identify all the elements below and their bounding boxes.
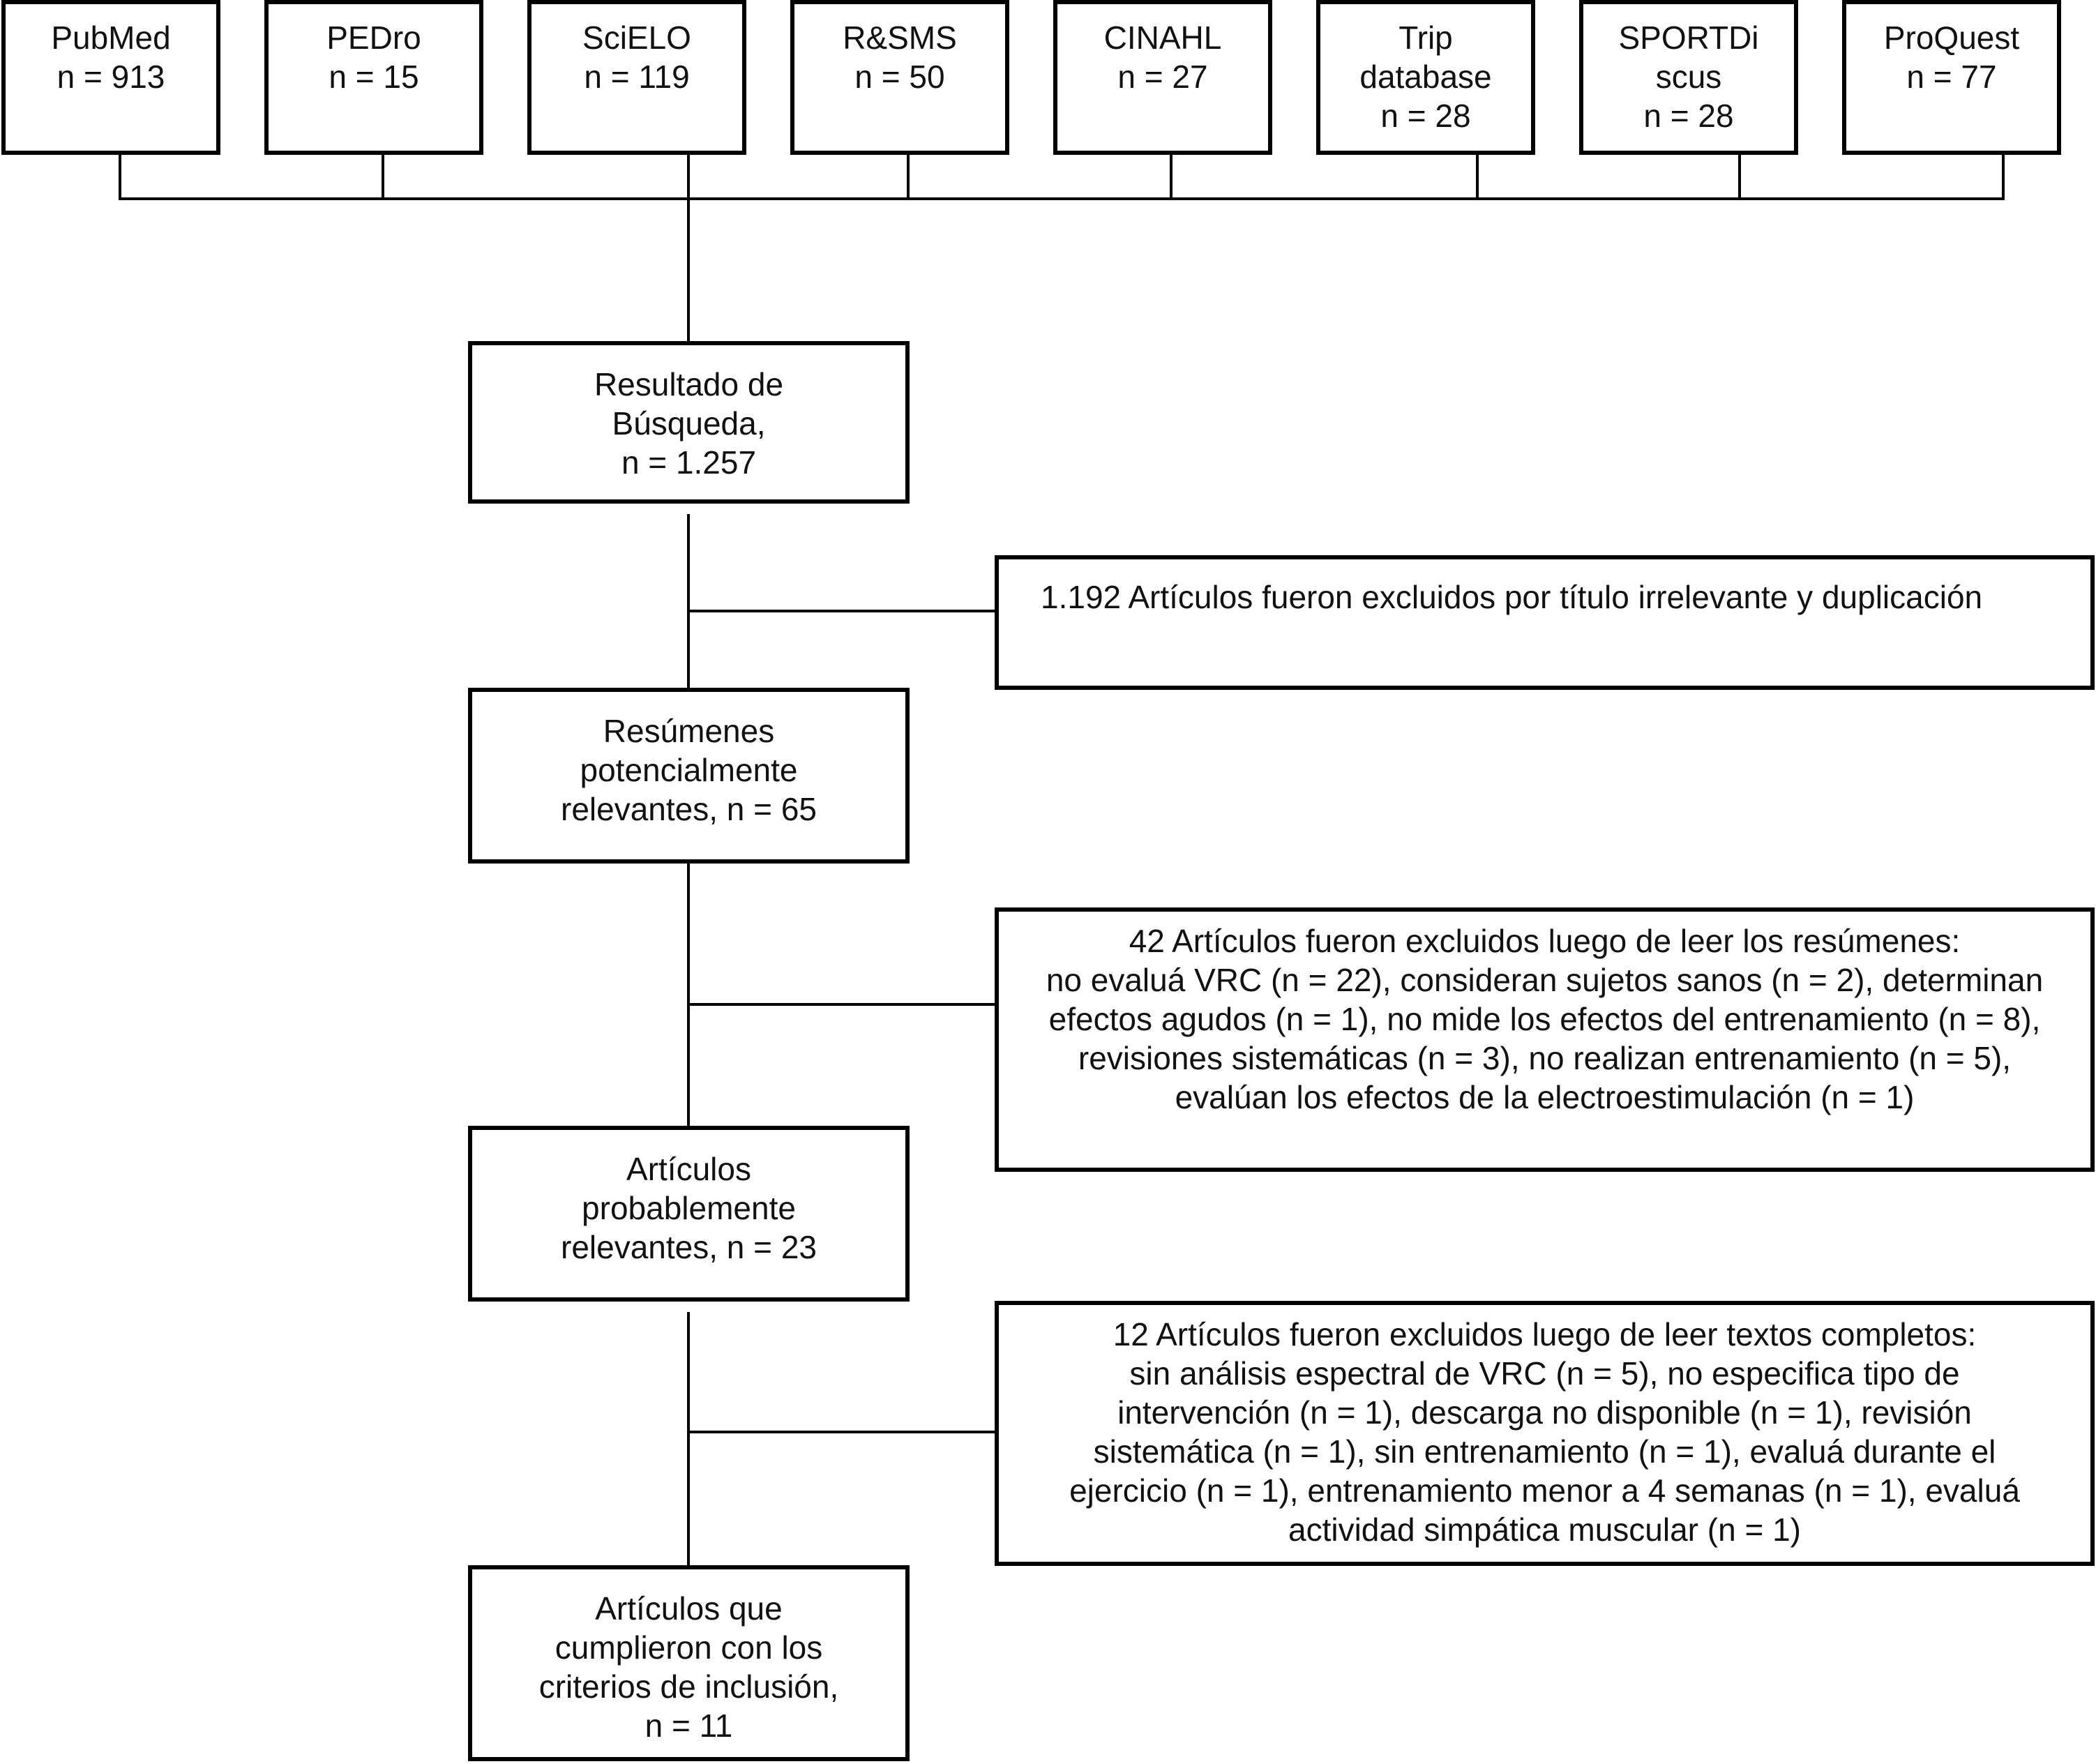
source-name: PubMed — [51, 20, 171, 56]
exclusion-text: 1.192 Artículos fueron excluidos por tít… — [1041, 579, 1983, 615]
abstracts-box: Resúmenes potencialmente relevantes, n =… — [468, 688, 910, 864]
source-count: n = 119 — [584, 59, 690, 95]
source-box: ProQuest n = 77 — [1842, 0, 2061, 155]
source-name: Trip database — [1359, 20, 1492, 95]
source-box: Trip database n = 28 — [1316, 0, 1535, 155]
source-box: R&SMS n = 50 — [790, 0, 1009, 155]
source-count: n = 50 — [854, 59, 945, 95]
exclusion-text: 12 Artículos fueron excluidos luego de l… — [1069, 1316, 2020, 1548]
source-name: CINAHL — [1103, 20, 1222, 56]
source-count: n = 15 — [329, 59, 419, 95]
source-name: SPORTDi scus — [1618, 20, 1759, 95]
source-name: SciELO — [582, 20, 691, 56]
step-text: Resúmenes potencialmente relevantes, n =… — [561, 713, 817, 827]
search-result-box: Resultado de Búsqueda, n = 1.257 — [468, 341, 910, 504]
step-text: Artículos que cumplieron con los criteri… — [538, 1590, 839, 1744]
source-box: SPORTDi scus n = 28 — [1579, 0, 1798, 155]
source-name: PEDro — [326, 20, 421, 56]
included-box: Artículos que cumplieron con los criteri… — [468, 1565, 910, 1761]
step-text: Resultado de Búsqueda, n = 1.257 — [594, 366, 784, 481]
source-box: PubMed n = 913 — [1, 0, 220, 155]
source-box: SciELO n = 119 — [527, 0, 746, 155]
source-count: n = 28 — [1380, 98, 1471, 134]
source-name: ProQuest — [1883, 20, 2020, 56]
source-count: n = 28 — [1643, 98, 1734, 134]
source-count: n = 913 — [56, 59, 165, 95]
source-count: n = 77 — [1906, 59, 1997, 95]
step-text: Artículos probablemente relevantes, n = … — [561, 1151, 817, 1265]
exclusion-box: 42 Artículos fueron excluidos luego de l… — [995, 907, 2095, 1172]
exclusion-box: 1.192 Artículos fueron excluidos por tít… — [995, 555, 2095, 690]
exclusion-box: 12 Artículos fueron excluidos luego de l… — [995, 1301, 2095, 1566]
exclusion-text: 42 Artículos fueron excluidos luego de l… — [1046, 923, 2044, 1115]
source-count: n = 27 — [1117, 59, 1208, 95]
source-box: PEDro n = 15 — [264, 0, 483, 155]
source-box: CINAHL n = 27 — [1053, 0, 1272, 155]
articles-box: Artículos probablemente relevantes, n = … — [468, 1126, 910, 1302]
source-name: R&SMS — [843, 20, 957, 56]
